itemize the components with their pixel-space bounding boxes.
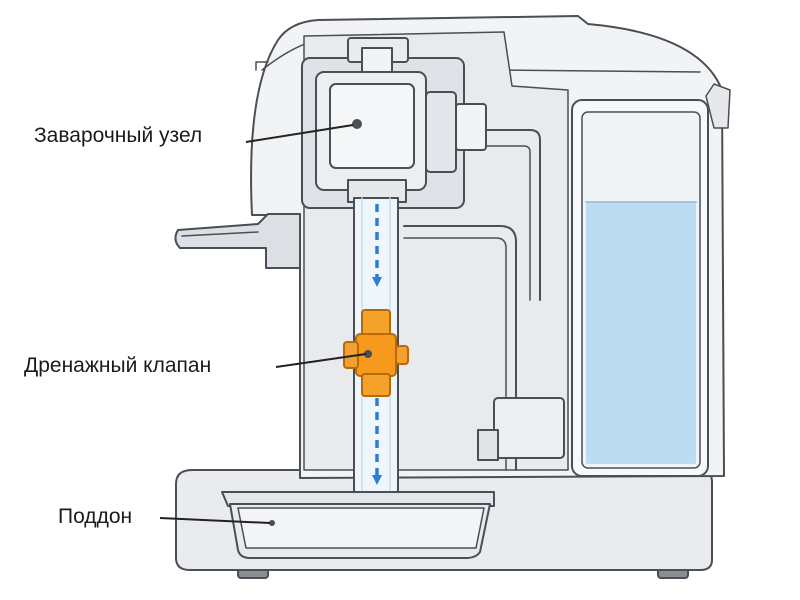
drain-valve: [343, 309, 409, 397]
coffee-spout: [174, 213, 301, 269]
label-drain-valve: Дренажный клапан: [24, 354, 212, 377]
drip-tray-body: [221, 491, 495, 559]
pump-block: [493, 397, 565, 459]
brew-unit: [301, 37, 487, 209]
water-tank: [571, 83, 731, 477]
label-drip-tray: Поддон: [58, 505, 133, 528]
label-brew-unit: Заварочный узел: [34, 124, 203, 147]
leader-drain-valve: [275, 353, 367, 368]
leader-brew-unit: [245, 124, 354, 143]
leader-drip-tray: [159, 517, 271, 524]
